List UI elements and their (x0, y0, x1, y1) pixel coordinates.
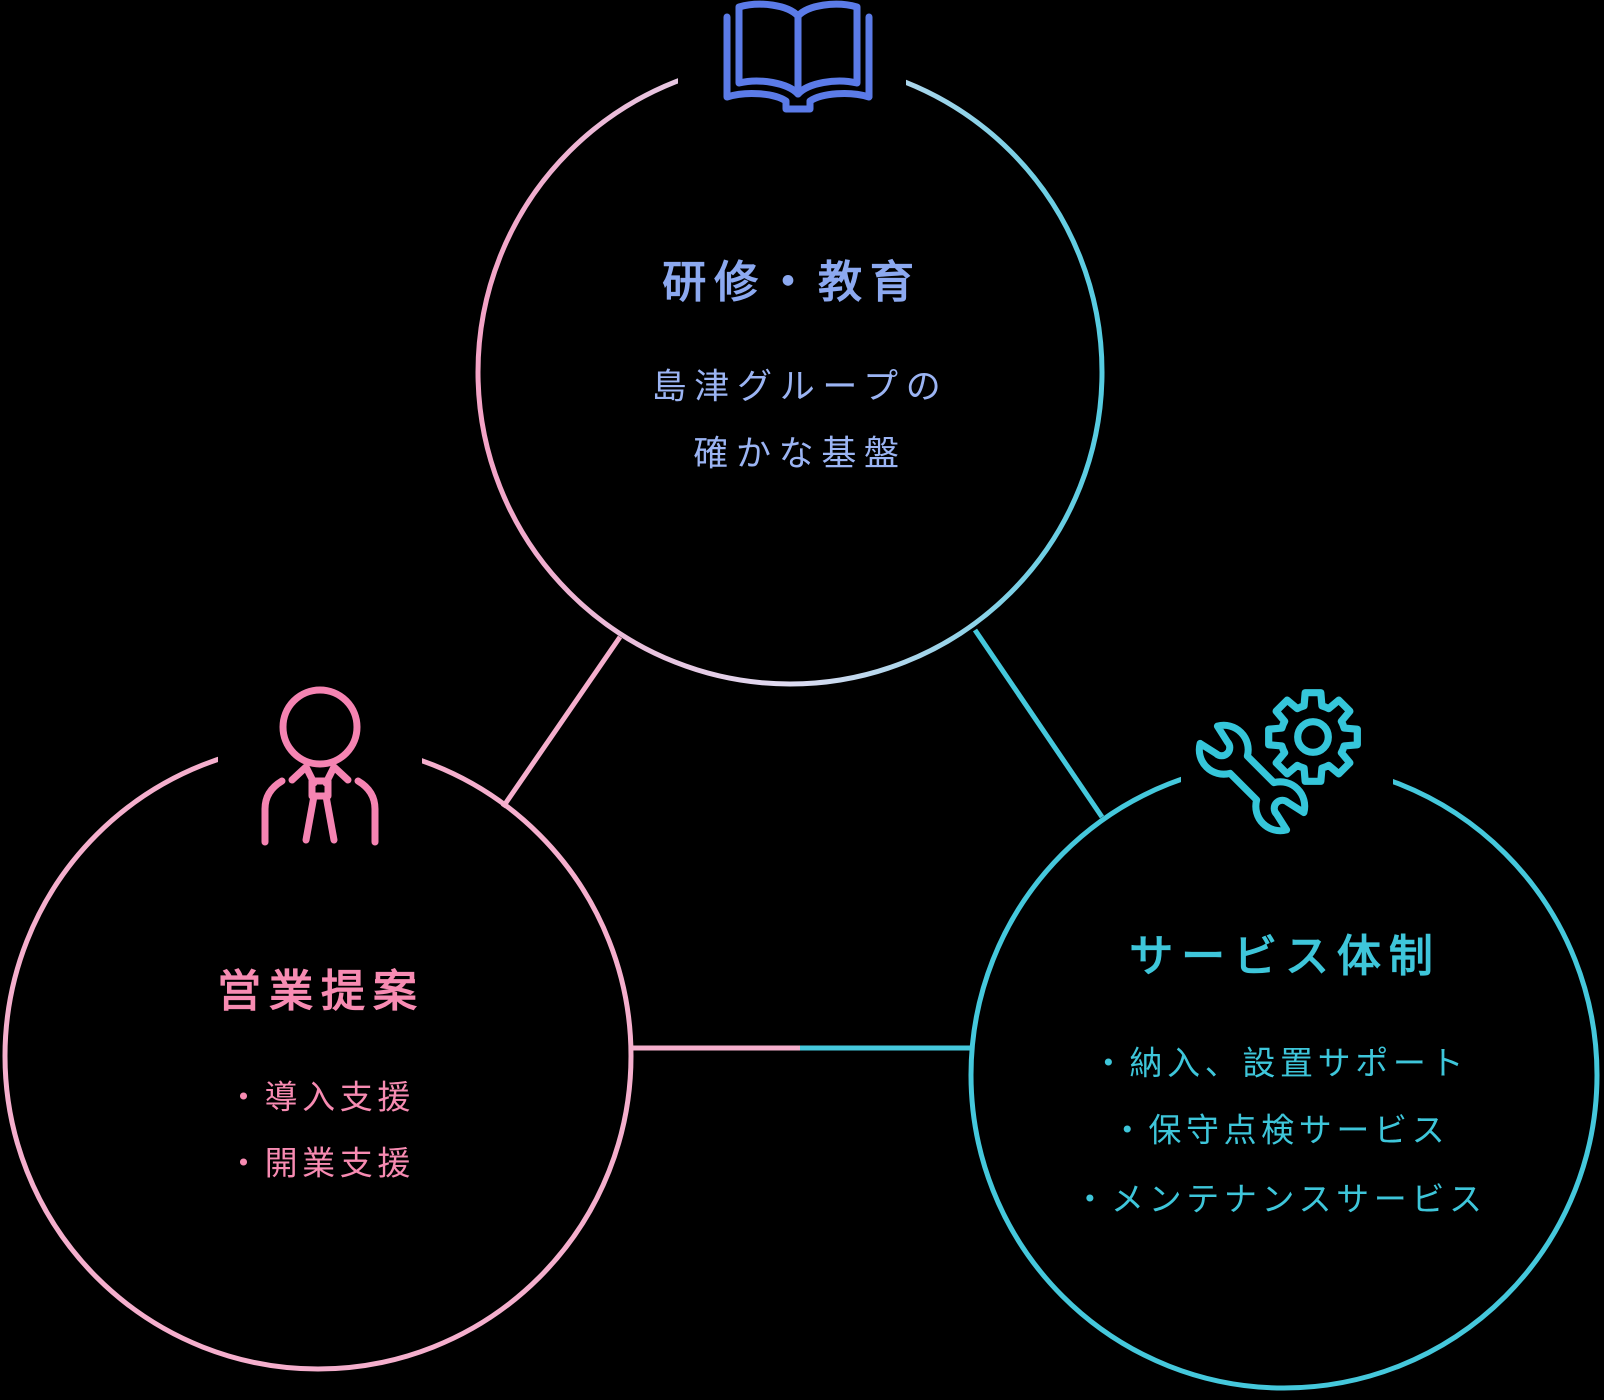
training-description-line: 島津グループの (651, 367, 949, 408)
training-title: 研修・教育 (662, 257, 922, 308)
gear-icon (1265, 689, 1361, 785)
service-item: ・メンテナンスサービス (1073, 1179, 1487, 1219)
connector-training-sales (500, 635, 623, 809)
wrench-gear-icon (1195, 689, 1361, 835)
service-item: ・納入、設置サポート (1091, 1043, 1469, 1083)
wrench-icon (1195, 721, 1309, 835)
service-item: ・保守点検サービス (1110, 1110, 1450, 1150)
book-icon (723, 0, 873, 113)
service-title: サービス体制 (1129, 931, 1441, 982)
training-description-line: 確かな基盤 (693, 434, 907, 475)
sales-item: ・開業支援 (226, 1143, 416, 1183)
connector-training-service (972, 628, 1105, 819)
icon-mask (1181, 658, 1393, 840)
person-icon (261, 686, 379, 846)
sales-item: ・導入支援 (226, 1077, 416, 1117)
sales-title: 営業提案 (217, 966, 425, 1017)
